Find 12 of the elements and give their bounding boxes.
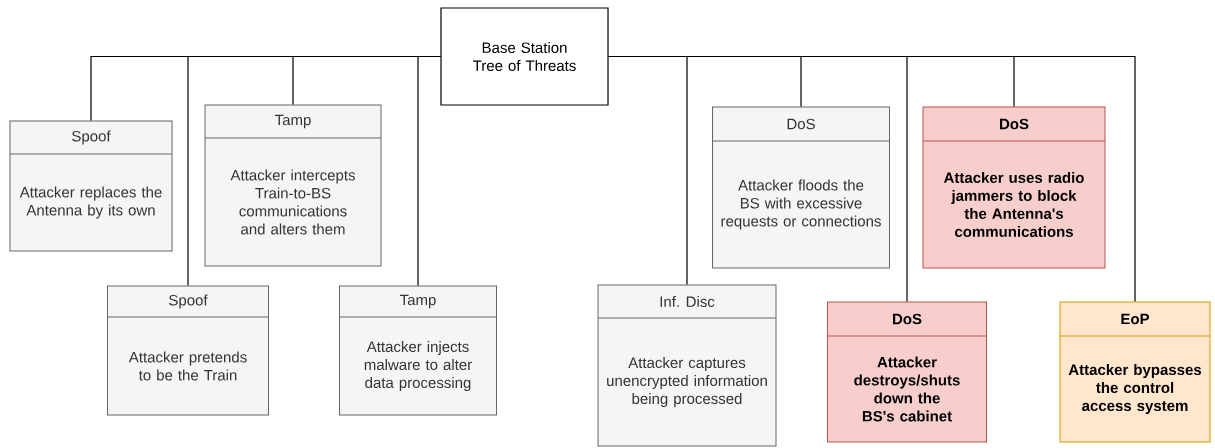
threat-card: Inf. Disc Attacker captures unencrypted information being processed: [597, 284, 777, 447]
connector: [417, 55, 441, 287]
threat-card: DoS Attacker floods the BS with excessive requests or connections: [712, 106, 890, 269]
threat-card: EoP Attacker bypasses the control access system: [1059, 301, 1211, 443]
title-box: Base Station Tree of Threats: [440, 7, 609, 106]
threat-card: DoS Attacker destroys/shuts down the BS's cabinet: [827, 301, 987, 443]
threat-card: Tamp Attacker injects malware to alter data processing: [339, 285, 497, 416]
threat-card: Tamp Attacker intercepts Train-to-BS communications and alters them: [204, 104, 382, 267]
connector: [608, 55, 1136, 303]
threat-card: Spoof Attacker replaces the Antenna by its own: [9, 120, 173, 252]
threat-card: Spoof Attacker pretends to be the Train: [107, 285, 269, 416]
threat-card: DoS Attacker uses radio jammers to block the Antenna's communications: [922, 106, 1106, 269]
